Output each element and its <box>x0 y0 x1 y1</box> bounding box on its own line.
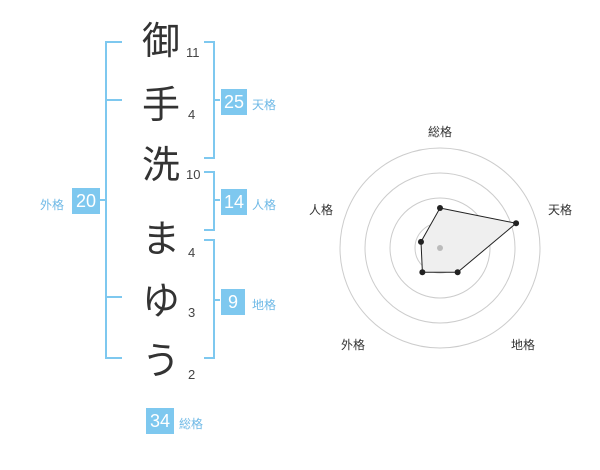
name-char-1: 御 <box>142 19 181 63</box>
radar-point-0 <box>437 205 443 211</box>
radar-center <box>437 245 443 251</box>
radar-point-3 <box>419 269 426 276</box>
name-char-6: う <box>142 339 181 383</box>
chikaku-label: 地格 <box>252 298 277 312</box>
stroke-count-3: 10 <box>186 167 201 182</box>
radar-polygon <box>420 207 518 273</box>
radar-ring <box>364 172 516 324</box>
radar-axis-label-soukaku: 総格 <box>428 125 453 139</box>
radar-ring <box>389 197 491 299</box>
gaikaku-value: 20 <box>72 188 100 214</box>
stroke-count-1: 11 <box>186 45 200 60</box>
radar-point-4 <box>417 238 424 245</box>
stroke-count-2: 4 <box>188 107 196 122</box>
tenkaku-value: 25 <box>221 89 247 115</box>
radar-axis-label-chikaku: 地格 <box>511 338 536 352</box>
tenkaku-label: 天格 <box>252 98 277 112</box>
radar-points <box>417 205 520 276</box>
radar-axis-label-tenkaku: 天格 <box>548 203 573 217</box>
jinkaku-value: 14 <box>221 189 247 215</box>
radar-axis-label-gaikaku: 外格 <box>341 338 366 352</box>
stroke-count-6: 2 <box>188 367 196 382</box>
jinkaku-label: 人格 <box>252 198 277 212</box>
name-char-3: 洗 <box>142 143 181 187</box>
stroke-count-5: 3 <box>188 305 196 320</box>
chikaku-value: 9 <box>221 289 245 315</box>
radar-point-1 <box>513 220 520 227</box>
name-char-4: ま <box>142 217 181 261</box>
radar-axis-label-jinkaku: 人格 <box>309 203 334 217</box>
radar-ring <box>339 147 541 349</box>
name-char-5: ゆ <box>142 279 181 323</box>
gaikaku-label: 外格 <box>40 198 65 212</box>
soukaku-value: 34 <box>146 408 174 434</box>
name-char-2: 手 <box>142 83 181 127</box>
stroke-count-4: 4 <box>188 245 196 260</box>
radar-point-2 <box>454 269 461 276</box>
soukaku-label: 総格 <box>179 417 204 431</box>
